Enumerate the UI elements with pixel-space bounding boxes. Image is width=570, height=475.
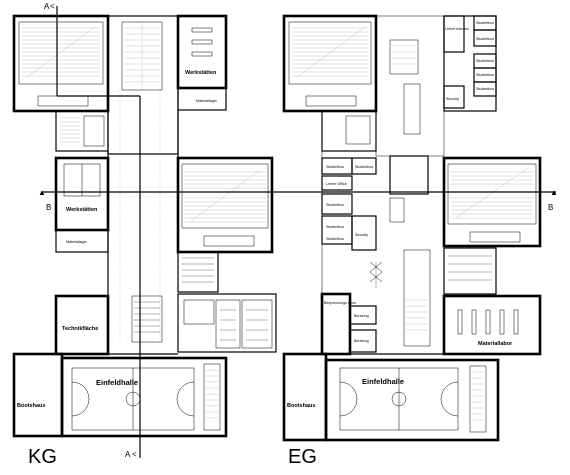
eg-room-mid-4: Studentbox <box>326 203 344 207</box>
eg-studentbox-2: Studentbox <box>476 37 494 41</box>
eg-room-mid-3: Lehrer Office <box>326 182 347 186</box>
section-mark-b-right: B <box>548 203 553 212</box>
svg-text:<: < <box>50 2 55 11</box>
eg-beratung-2 <box>349 329 377 353</box>
eg-beratung-2-label: Beratung <box>354 339 369 343</box>
eg-hall-mid <box>442 156 542 248</box>
kg-einfeldhalle <box>60 356 228 438</box>
kg-werkstaetten-top-label: Werkstätten <box>185 70 217 76</box>
kg-plan <box>12 14 277 438</box>
svg-text:▲: ▲ <box>38 188 46 197</box>
svg-text:<: < <box>132 450 137 459</box>
kg-bootshaus <box>12 352 64 438</box>
eg-auditorium-top <box>282 14 378 113</box>
kg-auditorium-top <box>12 14 110 113</box>
eg-beratung-1 <box>349 305 377 325</box>
eg-bootshaus <box>282 352 328 442</box>
kg-bootshaus-label: Bootshaus <box>17 403 45 409</box>
kg-einfeldhalle-label: Einfeldhalle <box>96 378 138 387</box>
eg-room-mid-1: Studentbox <box>326 165 344 169</box>
eg-plan <box>282 14 542 442</box>
eg-bootshaus-label: Bootshaus <box>287 403 315 409</box>
eg-beratung-1-label: Beratung <box>354 314 369 318</box>
kg-werkstaetten-mid-label: Werkstätten <box>66 207 98 213</box>
section-mark-a-bottom: A <box>125 450 131 459</box>
section-mark-a-top: A <box>44 2 50 11</box>
eg-einfeldhalle <box>324 358 500 442</box>
kg-materiallager-top-label: Materiallager <box>196 99 218 103</box>
eg-studentbox-3: Studentbox <box>476 59 494 63</box>
kg-hall-mid <box>176 156 274 254</box>
eg-lehrer-interims-label: Lehrer interims <box>445 27 469 31</box>
eg-materiallabor-label: Materiallabor <box>478 341 513 347</box>
eg-room-mid-2: Studentbox <box>355 165 373 169</box>
eg-lehrer-interims <box>443 15 465 53</box>
eg-security-mid <box>351 215 377 251</box>
eg-security-top <box>443 85 465 109</box>
eg-besprechungsraum-label: Besprechungs raum <box>324 301 356 305</box>
section-lines <box>42 6 556 458</box>
level-label-eg: EG <box>288 446 317 468</box>
eg-studentbox-1: Studentbox <box>476 21 494 25</box>
eg-security-mid-label: Security <box>355 233 368 237</box>
kg-technikflaeche-label: Technikfläche <box>62 326 98 332</box>
eg-security-top-label: Security <box>446 97 459 101</box>
eg-einfeldhalle-label: Einfeldhalle <box>362 377 404 386</box>
eg-materiallabor <box>442 294 542 356</box>
eg-studentbox-5: Studentbox <box>476 87 494 91</box>
eg-room-mid-6: Studentbox <box>326 237 344 241</box>
kg-materiallager-mid-label: Materiallager <box>66 240 88 244</box>
eg-room-mid-5: Studentbox <box>326 225 344 229</box>
labels: A < A < B B ▲ ▲ Werkstätten Materiallage… <box>17 2 558 468</box>
level-label-kg: KG <box>28 446 57 468</box>
kg-materiallager-top <box>177 87 227 111</box>
section-mark-b-left: B <box>46 203 51 212</box>
svg-text:▲: ▲ <box>550 188 558 197</box>
eg-studentbox-4: Studentbox <box>476 73 494 77</box>
kg-technikflaeche <box>54 294 110 356</box>
